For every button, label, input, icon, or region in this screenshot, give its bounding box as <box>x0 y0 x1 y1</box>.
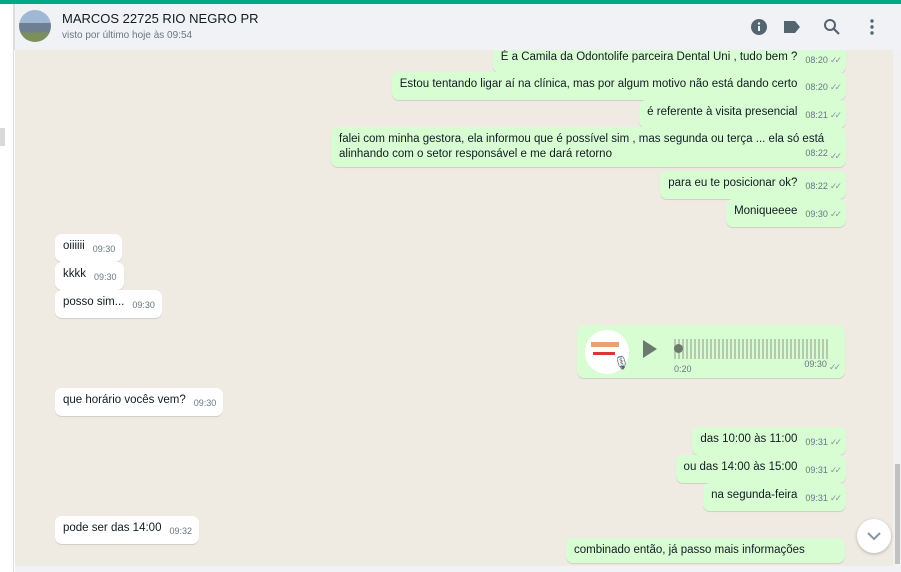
composer-bar-edge <box>15 566 901 572</box>
message-bubble: que horário vocês vem?09:30 <box>55 388 224 416</box>
audio-duration: 0:20 <box>674 364 692 374</box>
sender-avatar <box>585 330 629 374</box>
left-panel-fragment <box>0 128 5 146</box>
message-text: combinado então, já passo mais informaçõ… <box>574 544 805 556</box>
last-seen-status: visto por último hoje às 09:54 <box>62 30 193 41</box>
info-icon[interactable] <box>748 16 770 38</box>
label-icon[interactable] <box>781 16 803 38</box>
chat-header[interactable]: MARCOS 22725 RIO NEGRO PR visto por últi… <box>14 4 901 50</box>
message-list[interactable]: É a Camila da Odontolife parceira Dental… <box>15 50 893 566</box>
audio-message: 🎙 0:20 09:30✓✓ <box>577 325 845 378</box>
scrollbar-thumb[interactable] <box>895 464 900 564</box>
message-bubble: falei com minha gestora, ela informou qu… <box>331 127 846 167</box>
message-bubble: Estou tentando ligar aí na clínica, mas … <box>391 72 846 100</box>
menu-icon[interactable] <box>861 16 883 38</box>
message-bubble: combinado então, já passo mais informaçõ… <box>566 538 845 563</box>
message-bubble: posso sim...09:30 <box>55 290 162 318</box>
search-icon[interactable] <box>821 16 843 38</box>
contact-name[interactable]: MARCOS 22725 RIO NEGRO PR <box>62 11 259 26</box>
message-bubble: para eu te posicionar ok?08:22✓✓ <box>660 171 846 199</box>
scroll-to-bottom-button[interactable] <box>857 519 891 553</box>
scrollbar-track[interactable] <box>893 50 901 566</box>
microphone-icon: 🎙 <box>613 355 630 370</box>
audio-waveform[interactable] <box>674 339 829 359</box>
top-accent-bar <box>0 0 901 4</box>
chevron-down-icon <box>867 531 881 540</box>
avatar[interactable] <box>19 10 51 42</box>
left-panel-edge <box>0 4 14 572</box>
play-icon[interactable] <box>643 340 657 358</box>
message-bubble: É a Camila da Odontolife parceira Dental… <box>492 50 846 73</box>
audio-seek-handle[interactable] <box>674 344 683 353</box>
